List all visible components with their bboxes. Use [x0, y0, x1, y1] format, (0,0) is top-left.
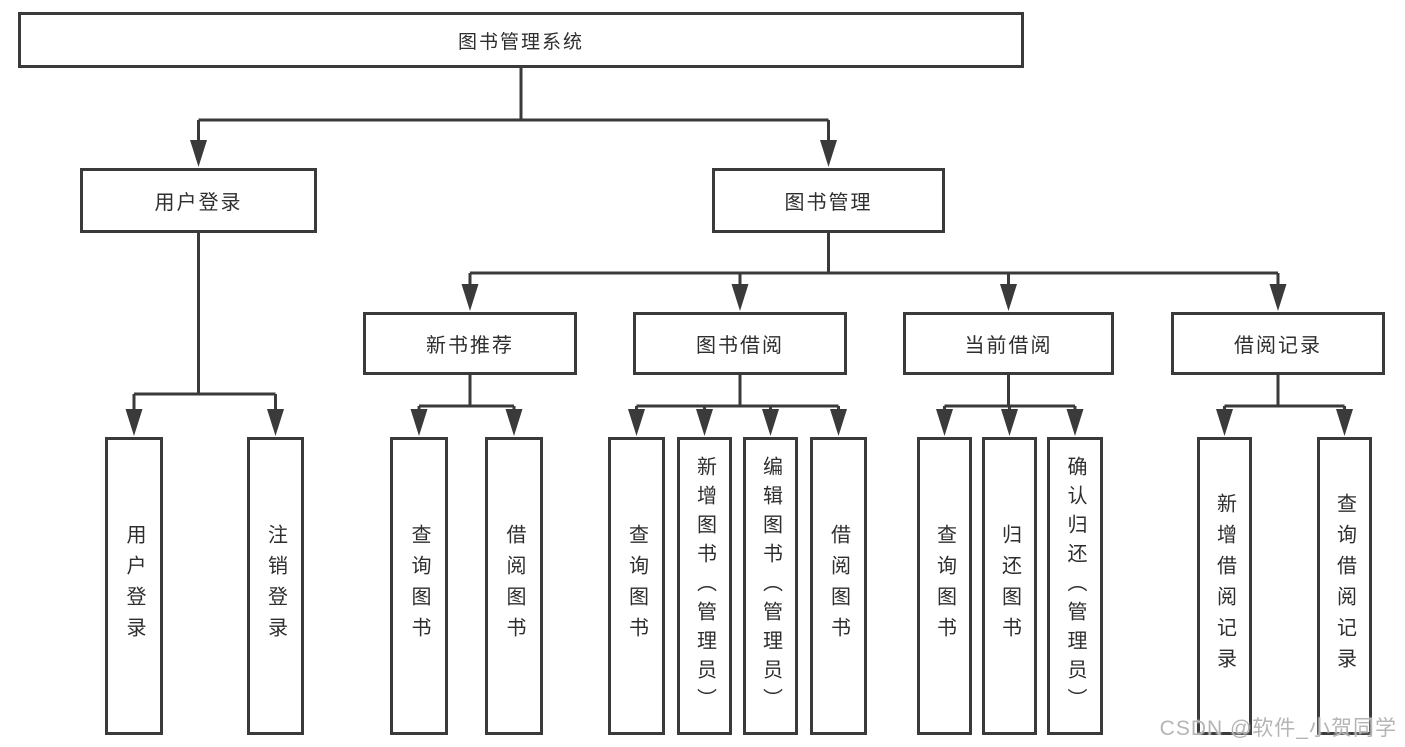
- leaf-edit-book-admin-label: 编辑图书（管理员）: [759, 455, 782, 717]
- leaf-confirm-return-admin: 确认归还（管理员）: [1047, 437, 1103, 735]
- node-current-borrowing-label: 当前借阅: [964, 335, 1053, 357]
- leaf-return-book-label: 归还图书: [998, 524, 1021, 648]
- node-book-management: 图书管理: [712, 168, 945, 233]
- node-borrow-records-label: 借阅记录: [1234, 335, 1322, 357]
- leaf-borrow-books-borrowing: 借阅图书: [810, 437, 867, 735]
- leaf-return-book: 归还图书: [982, 437, 1037, 735]
- leaf-query-borrow-record-label: 查询借阅记录: [1333, 493, 1356, 679]
- leaf-add-borrow-record: 新增借阅记录: [1197, 437, 1252, 735]
- leaf-borrow-books-recommend: 借阅图书: [485, 437, 543, 735]
- leaf-query-books-recommend-label: 查询图书: [408, 524, 430, 648]
- leaf-edit-book-admin: 编辑图书（管理员）: [743, 437, 798, 735]
- leaf-confirm-return-admin-label: 确认归还（管理员）: [1064, 455, 1086, 717]
- leaf-query-books-borrowing: 查询图书: [608, 437, 665, 735]
- node-book-borrowing: 图书借阅: [633, 312, 847, 375]
- csdn-watermark: CSDN @软件_小贺同学: [1159, 717, 1397, 740]
- leaf-query-books-borrowing-label: 查询图书: [625, 524, 648, 648]
- node-new-book-recommend-label: 新书推荐: [426, 335, 514, 357]
- leaf-logout: 注销登录: [247, 437, 304, 735]
- node-library-system-label: 图书管理系统: [457, 31, 584, 53]
- leaf-user-login: 用户登录: [105, 437, 163, 735]
- leaf-query-books-current-label: 查询图书: [933, 524, 956, 648]
- node-user-login-label: 用户登录: [154, 192, 243, 214]
- leaf-add-borrow-record-label: 新增借阅记录: [1213, 493, 1236, 679]
- leaf-query-books-recommend: 查询图书: [390, 437, 448, 735]
- leaf-add-book-admin: 新增图书（管理员）: [677, 437, 732, 735]
- leaf-logout-label: 注销登录: [264, 524, 287, 648]
- node-new-book-recommend: 新书推荐: [363, 312, 577, 375]
- node-current-borrowing: 当前借阅: [903, 312, 1114, 375]
- leaf-borrow-books-borrowing-label: 借阅图书: [827, 524, 850, 648]
- leaf-query-books-current: 查询图书: [917, 437, 972, 735]
- leaf-user-login-label: 用户登录: [123, 524, 145, 648]
- leaf-add-book-admin-label: 新增图书（管理员）: [693, 455, 716, 717]
- node-borrow-records: 借阅记录: [1171, 312, 1385, 375]
- node-book-borrowing-label: 图书借阅: [696, 335, 784, 357]
- leaf-borrow-books-recommend-label: 借阅图书: [503, 524, 525, 648]
- node-user-login: 用户登录: [80, 168, 317, 233]
- node-book-management-label: 图书管理: [784, 192, 873, 214]
- leaf-query-borrow-record: 查询借阅记录: [1317, 437, 1372, 735]
- node-library-system: 图书管理系统: [18, 12, 1024, 68]
